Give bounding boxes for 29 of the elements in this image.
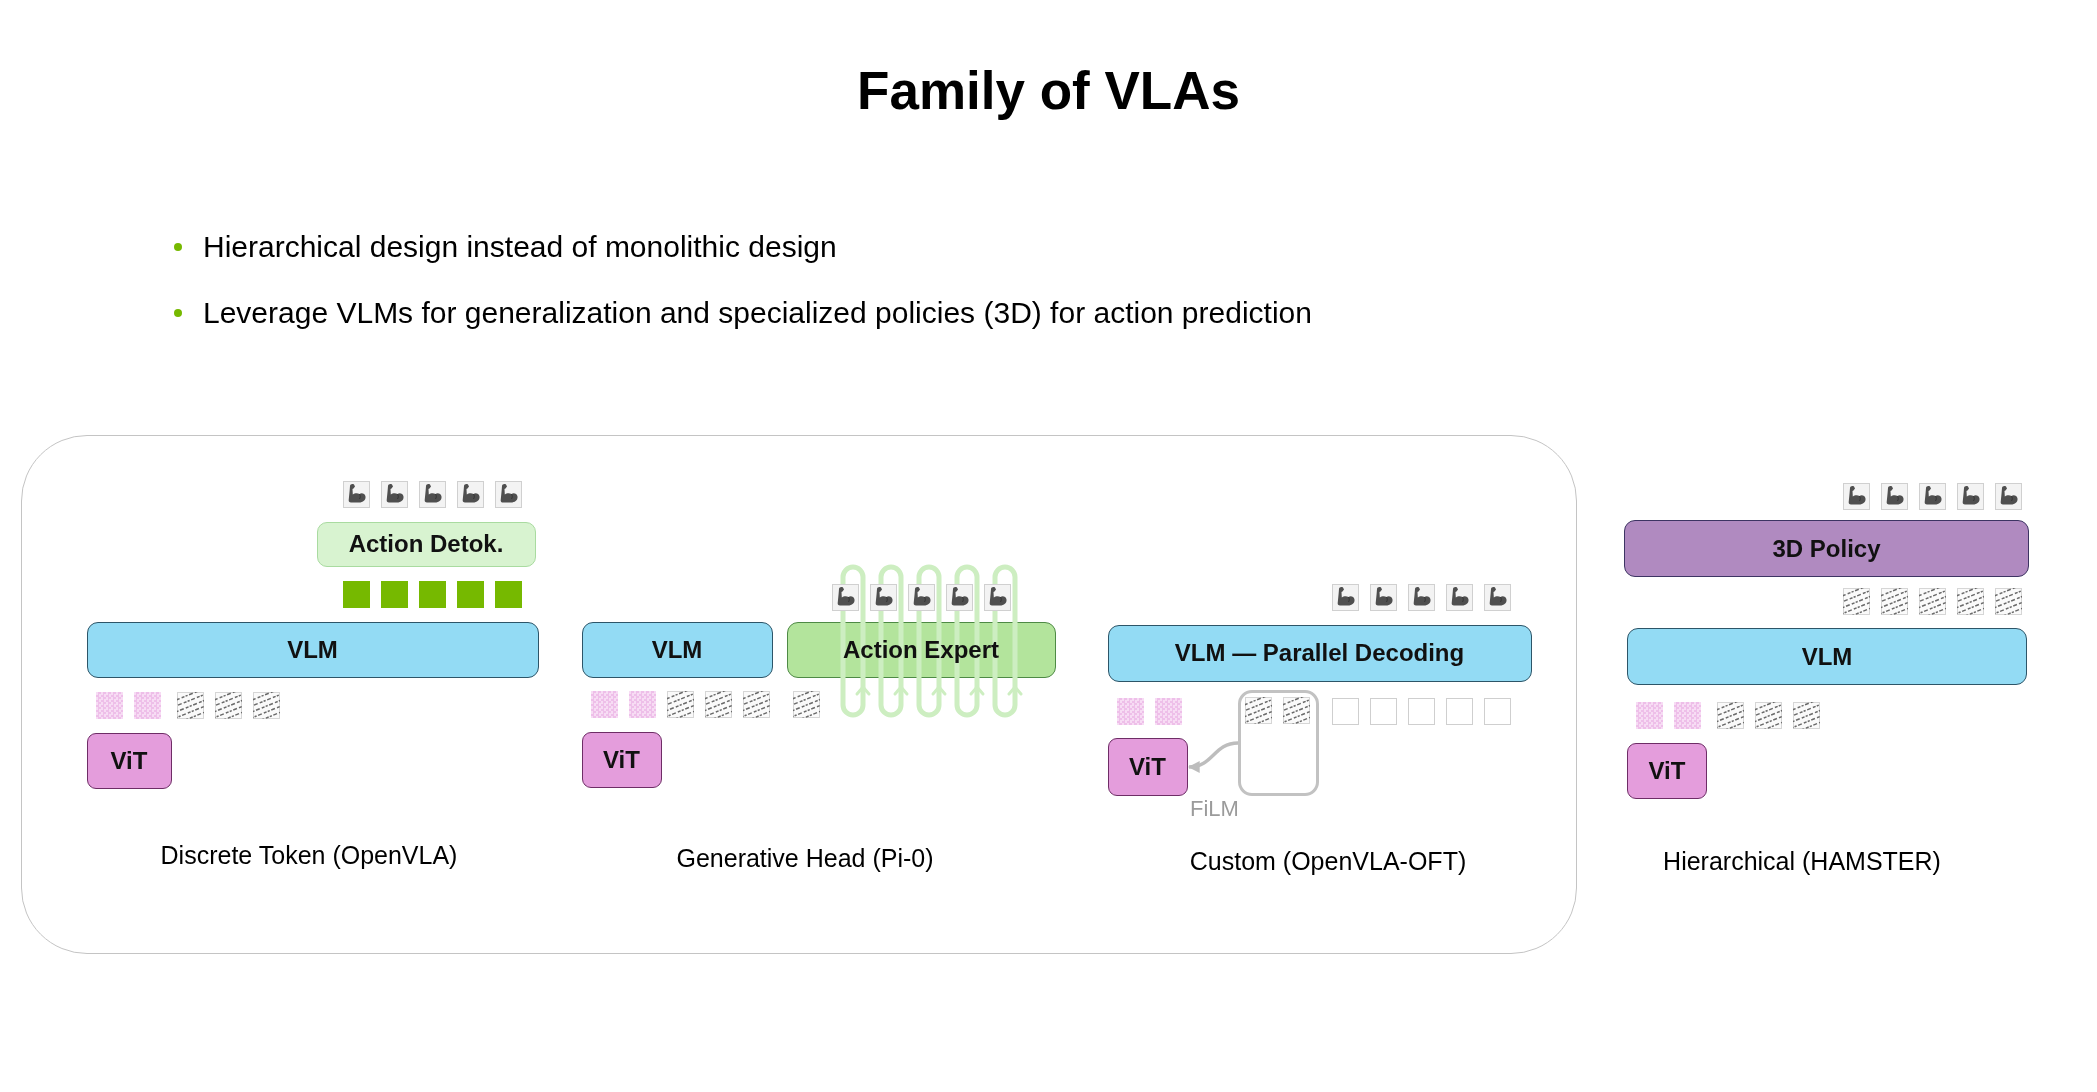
- block-label: ViT: [110, 746, 148, 775]
- module-block: [1627, 628, 2027, 685]
- block-label: VLM — Parallel Decoding: [1174, 639, 1465, 667]
- block-label: ViT: [1648, 757, 1686, 785]
- module-block: [1624, 520, 2029, 577]
- module-block: [581, 621, 773, 678]
- block-label: VLM: [1801, 642, 1853, 671]
- panel-caption: Discrete Token (OpenVLA): [160, 840, 458, 870]
- module-block: [1627, 743, 1707, 799]
- bullet-text: Hierarchical design instead of monolithic design: [203, 229, 837, 265]
- panel-caption: Custom (OpenVLA-OFT): [1189, 846, 1467, 876]
- module-block: [86, 732, 172, 789]
- block-label: 3D Policy: [1772, 534, 1881, 563]
- module-block: [86, 621, 539, 678]
- module-block: [316, 521, 536, 567]
- block-label: ViT: [1129, 752, 1166, 781]
- page-title: Family of VLAs: [857, 60, 1240, 122]
- panel-caption: Generative Head (Pi-0): [676, 843, 934, 873]
- curved-arrow: [1187, 741, 1239, 773]
- bullet-text: Leverage VLMs for generalization and specialized policies (3D) for action prediction: [203, 295, 1312, 331]
- module-block: [581, 731, 662, 788]
- block-label: Action Detok.: [348, 530, 504, 558]
- block-label: VLM: [287, 635, 338, 664]
- block-label: ViT: [603, 745, 640, 774]
- panel-caption: Hierarchical (HAMSTER): [1663, 846, 1941, 876]
- module-block: [1107, 624, 1532, 682]
- module-block: [1107, 737, 1188, 796]
- block-label: VLM: [651, 635, 703, 664]
- rounded-frame: [1237, 689, 1319, 796]
